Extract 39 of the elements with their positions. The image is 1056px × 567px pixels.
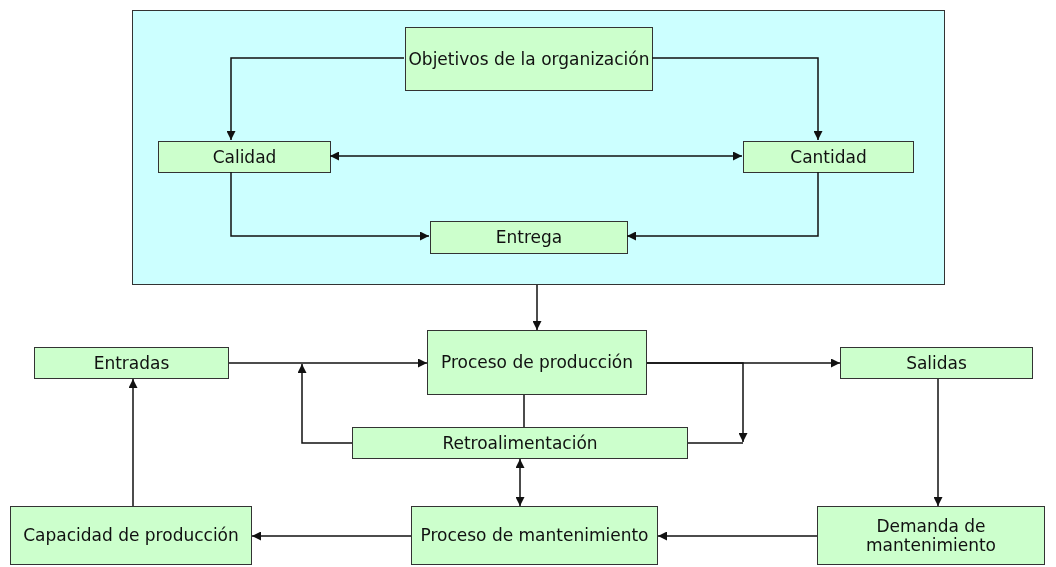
arrow: [651, 57, 823, 141]
arrow: [228, 358, 428, 368]
arrow: [515, 458, 525, 507]
arrow: [329, 151, 743, 161]
box-label: Objetivos de la organización: [408, 49, 650, 69]
process-box: [817, 506, 1045, 565]
arrow: [297, 363, 353, 444]
box-label: Proceso de producción: [440, 353, 634, 372]
arrow: [657, 531, 818, 541]
arrow: [251, 531, 412, 541]
process-box: [430, 221, 628, 254]
box-label: Capacidad de producción: [23, 526, 239, 545]
box-label: Cantidad: [790, 147, 867, 167]
process-box: [405, 27, 653, 91]
process-box: [158, 141, 331, 173]
box-label: Calidad: [212, 147, 277, 167]
arrow: [128, 378, 138, 507]
arrow: [626, 171, 819, 241]
process-box: [411, 506, 658, 565]
group-panel: [132, 10, 945, 285]
connector-line: [687, 442, 744, 444]
arrow: [532, 284, 542, 331]
process-box: [34, 347, 229, 379]
box-label: Proceso de mantenimiento: [420, 526, 649, 545]
arrow: [933, 378, 943, 507]
box-label: Entradas: [93, 353, 170, 373]
process-box: [10, 506, 252, 565]
arrow: [230, 171, 430, 241]
process-box: [352, 427, 688, 459]
box-label: Entrega: [495, 228, 563, 247]
arrow: [646, 362, 748, 443]
arrow: [226, 57, 405, 141]
box-label: Salidas: [906, 353, 967, 373]
process-box: [427, 330, 647, 395]
box-label: Demanda de mantenimiento: [865, 516, 997, 555]
box-label: Retroalimentación: [442, 433, 598, 453]
process-box: [840, 347, 1033, 379]
connector-line: [523, 394, 525, 428]
process-box: [743, 141, 914, 173]
